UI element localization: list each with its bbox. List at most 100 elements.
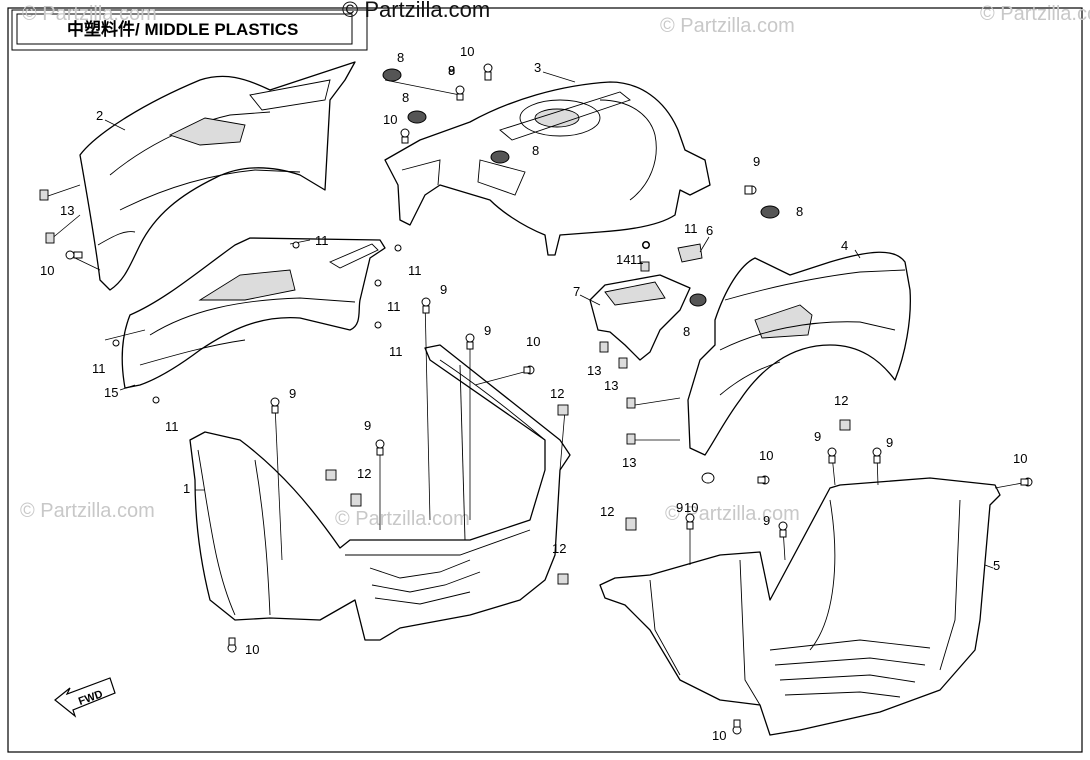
callout-part-14: 14: [616, 252, 630, 267]
callout-part-11: 11: [92, 361, 106, 376]
clip-group: [39, 189, 851, 585]
callout-part-12: 12: [600, 504, 614, 519]
bolt-icon: [375, 439, 385, 456]
callout-part-10: 10: [383, 112, 397, 127]
callout-part-10: 10: [245, 642, 259, 657]
callout-part-12: 12: [552, 541, 566, 556]
watermark-main: © Partzilla.com: [342, 0, 490, 22]
callout-part-10: 10: [759, 448, 773, 463]
callout-part-11: 11: [630, 252, 644, 267]
callout-part-9: 9: [364, 418, 371, 433]
callout-part-13: 13: [604, 378, 618, 393]
callout-part-13: 13: [60, 203, 74, 218]
screw-icon: [374, 279, 382, 287]
callout-part-8: 8: [683, 324, 690, 339]
screw-icon: [374, 321, 382, 329]
grommet-icon: [407, 110, 427, 124]
callout-labels: 1 2 3 4 5 6 7 8 8 8 8 8 8 9 9 9 9 9 9 9 …: [40, 44, 1027, 743]
grommet-icon: [490, 150, 510, 164]
callout-part-5: 5: [993, 558, 1000, 573]
callout-part-11: 11: [389, 344, 403, 359]
bolt-icon: [465, 333, 475, 350]
callout-part-10: 10: [40, 263, 54, 278]
bolt-icon: [523, 365, 535, 375]
callout-part-8: 8: [448, 63, 455, 78]
callout-part-6: 6: [706, 223, 713, 238]
callout-part-11: 11: [387, 299, 401, 314]
screw-icon: [394, 244, 402, 252]
screw-icon: [642, 241, 650, 249]
clip-icon: [599, 341, 609, 353]
callout-part-9: 9: [814, 429, 821, 444]
forward-arrow-icon: FWD: [54, 677, 116, 718]
bolt-icon: [685, 513, 695, 530]
callout-part-12: 12: [834, 393, 848, 408]
callout-part-10: 10: [684, 500, 698, 515]
callout-part-2: 2: [96, 108, 103, 123]
clip-icon: [625, 517, 637, 531]
callout-part-1: 1: [183, 481, 190, 496]
callout-part-10: 10: [1013, 451, 1027, 466]
callout-part-10: 10: [712, 728, 726, 743]
bolt-icon: [483, 63, 493, 81]
clip-icon: [325, 469, 337, 481]
callout-part-9: 9: [484, 323, 491, 338]
bolt-icon: [872, 447, 882, 464]
callout-part-10: 10: [460, 44, 474, 59]
bolt-icon: [827, 447, 837, 464]
grommet-group: [382, 68, 780, 307]
bolt-icon: [455, 85, 465, 101]
clip-icon: [45, 232, 55, 244]
clip-icon: [618, 357, 628, 369]
part-2-left-side-cover: [79, 61, 356, 291]
callout-part-9: 9: [440, 282, 447, 297]
bolt-icon: [421, 297, 431, 314]
callout-part-13: 13: [587, 363, 601, 378]
callout-part-8: 8: [796, 204, 803, 219]
watermark: © Partzilla.com: [660, 15, 795, 37]
screw-icon: [112, 339, 120, 347]
callout-part-8: 8: [397, 50, 404, 65]
clip-icon: [39, 189, 49, 201]
clip-icon: [640, 261, 650, 272]
callout-part-11: 11: [315, 233, 329, 248]
bolt-icon: [400, 128, 410, 144]
diagram-frame: [7, 7, 1083, 753]
grommet-icon: [760, 205, 780, 219]
title-box: 中塑料件/ MIDDLE PLASTICS: [11, 9, 368, 51]
callout-part-11: 11: [165, 419, 179, 434]
bolt-icon: [1020, 477, 1033, 487]
clip-icon: [626, 433, 636, 445]
callout-part-3: 3: [534, 60, 541, 75]
part-1-left-footwell: [189, 344, 571, 641]
watermark: © Partzilla.com: [980, 3, 1090, 25]
callout-part-4: 4: [841, 238, 848, 253]
part-6-bracket: [677, 243, 703, 263]
bolt-icon: [744, 185, 757, 195]
callout-part-11: 11: [408, 263, 422, 278]
clip-icon: [557, 404, 569, 416]
screw-icon: [292, 241, 300, 249]
watermark: © Partzilla.com: [20, 500, 155, 522]
clip-icon: [557, 573, 569, 585]
callout-part-15: 15: [104, 385, 118, 400]
part-15-left-lower-cover: [121, 237, 386, 389]
part-3-center-tank-cover: [384, 81, 711, 256]
watermark: © Partzilla.com: [665, 503, 800, 525]
callout-part-11: 11: [684, 221, 698, 236]
callout-part-9: 9: [763, 513, 770, 528]
callout-part-8: 8: [402, 90, 409, 105]
watermark: © Partzilla.com: [22, 3, 157, 25]
watermark: © Partzilla.com: [335, 508, 470, 530]
callout-part-9: 9: [753, 154, 760, 169]
callout-part-10: 10: [526, 334, 540, 349]
callout-part-9: 9: [448, 63, 455, 78]
callout-part-9: 9: [289, 386, 296, 401]
callout-part-9: 9: [676, 500, 683, 515]
bolt-icon: [270, 397, 280, 414]
clip-icon: [839, 419, 851, 431]
diagram-title: 中塑料件/ MIDDLE PLASTICS: [67, 19, 298, 39]
callout-part-12: 12: [550, 386, 564, 401]
grommet-icon: [689, 293, 707, 307]
